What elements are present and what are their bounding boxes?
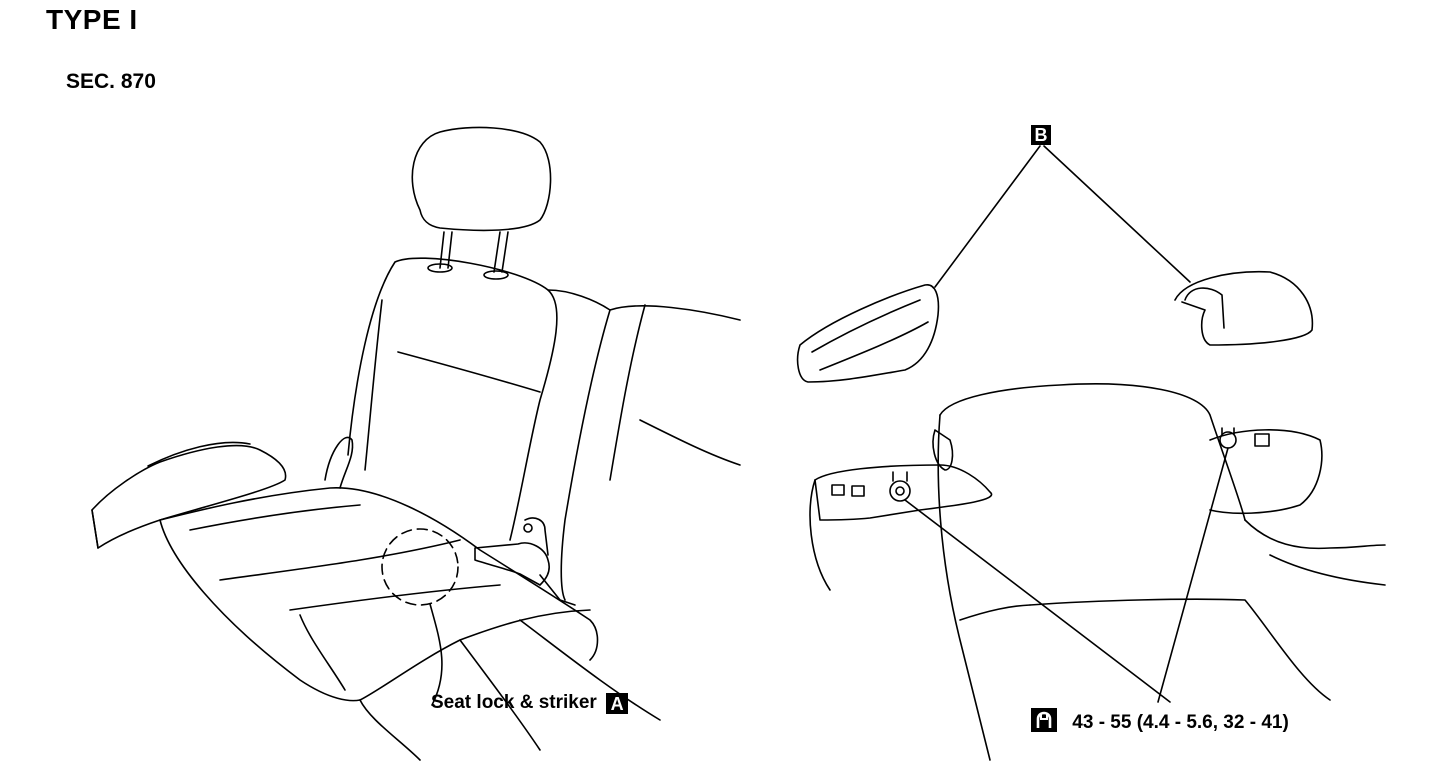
seat-lock-ref-label: A [606, 693, 629, 714]
seat-cushion-lower [359, 609, 591, 701]
seatback-left [347, 257, 558, 541]
seatback-seam [364, 299, 383, 471]
torque-spec-text: 43 - 55 (4.4 - 5.6, 32 - 41) [1072, 712, 1289, 733]
cover-right-detail [1184, 287, 1225, 329]
headrest-stay [439, 231, 509, 273]
seatback-right [547, 289, 741, 321]
armrest-end [91, 509, 99, 549]
bolt-right-detail [1221, 427, 1235, 435]
seat-lock-callout: Seat lock & striker A [431, 692, 629, 714]
console-base-front [809, 479, 831, 591]
cover-ref-label: B [1031, 125, 1051, 145]
seat-cushion-seam [189, 504, 361, 531]
seat-lock-location-circle [381, 528, 459, 606]
console-base-right [1209, 429, 1323, 515]
torque-callout: 43 - 55 (4.4 - 5.6, 32 - 41) [1031, 708, 1289, 738]
page-title: TYPE I [46, 4, 138, 35]
cover-left [796, 284, 940, 383]
seat-cushion [159, 487, 599, 661]
torque-leader-line [904, 499, 1171, 703]
floor-line [1244, 519, 1386, 550]
armrest-cover-drawing [796, 145, 1386, 761]
seat-cushion-seam [299, 614, 346, 691]
seat-hinge [324, 436, 354, 489]
floor-line [1029, 598, 1331, 701]
cover-left-detail [811, 299, 921, 353]
seat-cushion-seam [219, 539, 461, 581]
seat-cushion-front [159, 519, 361, 702]
seat-cushion-lower [519, 619, 661, 721]
seat-lock-latch [539, 574, 576, 606]
torque-wrench-icon [1031, 708, 1057, 738]
seat-lock-striker [524, 517, 549, 556]
armrest [91, 444, 287, 549]
console-upright [939, 383, 1246, 521]
seat-lock-bolt [523, 523, 533, 533]
headrest-guide [427, 263, 453, 273]
console-base [814, 464, 993, 521]
seatback-seam [397, 351, 541, 393]
bolt-left [889, 480, 911, 502]
bolt-left-detail [892, 471, 908, 482]
headrest-guide [483, 270, 509, 280]
headrest [411, 126, 552, 232]
seat-cushion-lower [459, 639, 541, 751]
seat-lock-striker [474, 542, 550, 586]
floor-line [1269, 554, 1386, 586]
armrest-top [147, 441, 251, 467]
console-upright-detail [932, 429, 954, 471]
cover-left-detail [819, 321, 929, 371]
seatback-right-seam [639, 419, 741, 466]
cover-ref-leader-line [1043, 145, 1191, 283]
console-slot [851, 485, 865, 497]
seat-cushion-seam [289, 584, 501, 611]
console-slot [1254, 433, 1270, 447]
section-code: SEC. 870 [66, 70, 156, 93]
console-slot [831, 484, 845, 496]
seatback-right-edge [560, 309, 611, 601]
cover-ref-leader-line [934, 145, 1041, 288]
cover-right [1174, 270, 1314, 346]
console-upright-front [937, 414, 991, 761]
floor-line [959, 604, 1031, 621]
seatback-right-edge [609, 304, 646, 481]
rear-seat-drawing [91, 126, 741, 761]
seat-lock-leader-line [429, 603, 443, 706]
seat-cushion-lower [359, 699, 421, 761]
seat-lock-label: Seat lock & striker [431, 692, 597, 713]
torque-leader-line [1157, 447, 1229, 703]
bolt-left-inner [895, 486, 905, 496]
